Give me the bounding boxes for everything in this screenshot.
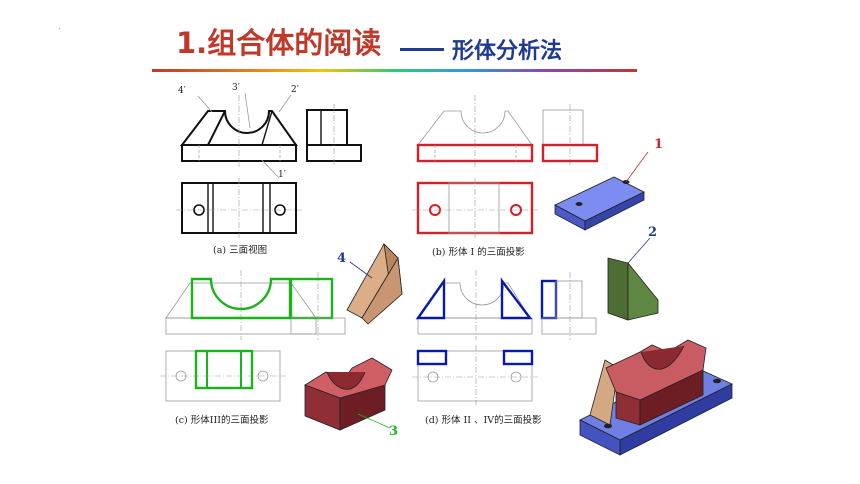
view-b-front [416, 95, 534, 168]
callout-2: 2 [648, 225, 658, 240]
caption-a: (a) 三面视图 [213, 245, 268, 256]
caption-c: (c) 形体III的三面投影 [175, 415, 269, 426]
caption-b: (b) 形体 I 的三面投影 [432, 247, 525, 258]
title-main-text: 组合体的阅读 [207, 26, 382, 60]
callout-1: 1 [654, 137, 664, 152]
page-subtitle: 形体分析法 [452, 39, 563, 64]
view-c-front [165, 270, 317, 340]
view-a-side [306, 104, 362, 166]
caption-d: (d) 形体 II 、IV的三面投影 [425, 415, 542, 426]
callout-4: 4 [337, 251, 347, 266]
title-number: 1. [176, 26, 208, 60]
title-dash [400, 48, 444, 51]
title-underline [152, 69, 637, 72]
solid-part-2 [607, 237, 659, 321]
solid-part-3 [304, 357, 393, 431]
view-b-top [412, 178, 538, 238]
solid-part-1 [554, 151, 649, 231]
label-2prime: 2′ [291, 85, 299, 95]
solid-assembly [579, 339, 733, 456]
view-b-side [541, 104, 599, 166]
slide-mark: . [58, 22, 61, 31]
view-a-front [179, 92, 298, 179]
view-a-top [176, 178, 302, 238]
view-c-side [289, 272, 346, 340]
view-d-top [412, 345, 538, 405]
label-1prime: 1′ [278, 170, 286, 180]
view-c-top [160, 349, 286, 402]
view-d-side [540, 272, 597, 340]
label-4prime: 4′ [178, 86, 186, 96]
callout-3: 3 [389, 424, 399, 439]
page-title: 1.组合体的阅读 [176, 20, 381, 62]
label-3prime: 3′ [232, 83, 240, 93]
solid-part-4 [346, 242, 403, 325]
view-d-front [415, 270, 533, 340]
